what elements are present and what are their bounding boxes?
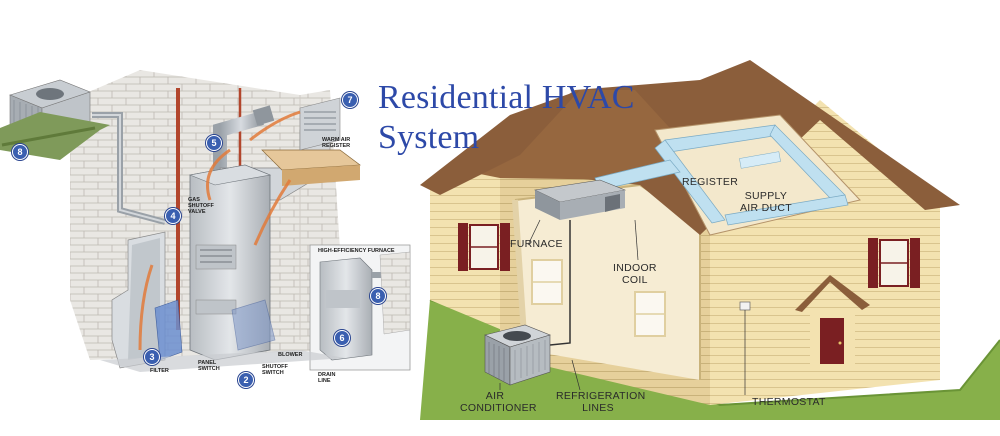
label-blower: Blower	[278, 352, 303, 358]
ac-unit	[484, 324, 551, 386]
callout-8b: 8	[370, 288, 386, 304]
thermostat-device	[739, 301, 751, 311]
diagram-title: Residential HVAC System	[378, 79, 635, 156]
label-refrigeration-lines: Refrigeration Lines	[556, 390, 646, 414]
label-supply-air-duct: Supply Air Duct	[740, 190, 792, 214]
high-efficiency-inset	[309, 244, 411, 371]
callout-5: 5	[206, 135, 222, 151]
label-filter: Filter	[150, 368, 169, 374]
callout-6: 6	[334, 330, 350, 346]
label-high-efficiency: High-Efficiency Furnace	[318, 248, 395, 254]
label-gas-shutoff: Gas Shutoff Valve	[188, 197, 214, 215]
lawn	[420, 300, 1000, 420]
label-indoor-coil: Indoor Coil	[613, 262, 657, 286]
label-drain-line: Drain Line	[318, 372, 336, 384]
furnace-cutaway-illustration	[0, 70, 411, 372]
label-shutoff-switch: Shutoff Switch	[262, 364, 288, 376]
front-door	[820, 318, 844, 364]
callout-8: 8	[12, 144, 28, 160]
callout-2: 2	[238, 372, 254, 388]
callout-4: 4	[165, 208, 181, 224]
label-thermostat: Thermostat	[752, 396, 826, 408]
callout-3: 3	[144, 349, 160, 365]
label-furnace: Furnace	[510, 238, 563, 250]
callout-7: 7	[342, 92, 358, 108]
label-register: Register	[682, 176, 739, 188]
label-warm-air-register: Warm Air Register	[322, 137, 351, 149]
house-illustration	[420, 60, 1000, 420]
outdoor-ac-unit	[0, 79, 110, 160]
label-panel-switch: Panel Switch	[198, 360, 220, 372]
label-air-conditioner: Air Conditioner	[460, 390, 537, 414]
